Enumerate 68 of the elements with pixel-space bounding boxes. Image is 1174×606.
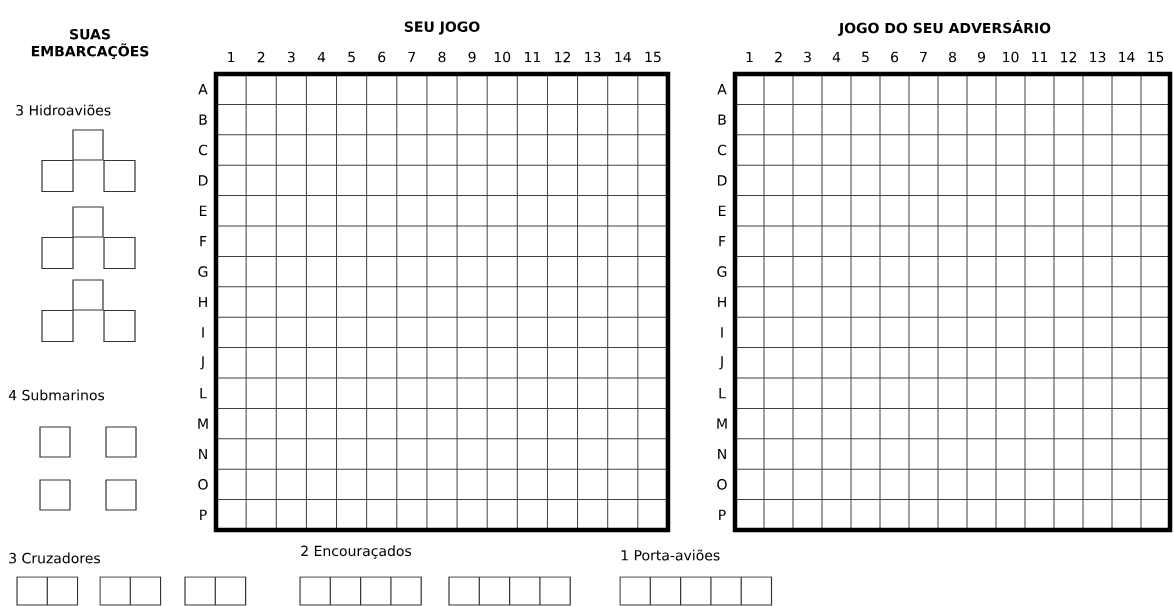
column-number: 8 <box>949 51 956 63</box>
row-letter: I <box>202 327 204 338</box>
column-number: 3 <box>804 51 811 63</box>
column-number: 7 <box>920 51 927 63</box>
row-letter: E <box>199 205 207 216</box>
row-letter: O <box>717 479 727 490</box>
column-number: 9 <box>977 51 985 63</box>
row-letter: G <box>198 266 208 277</box>
row-letter: D <box>718 175 727 186</box>
column-number: 4 <box>832 51 841 63</box>
row-letter: I <box>721 327 723 338</box>
row-letter: F <box>200 236 207 247</box>
row-letter: L <box>719 388 726 399</box>
column-number: 12 <box>555 51 570 63</box>
row-letter: L <box>200 388 207 399</box>
column-number: 13 <box>1090 51 1106 63</box>
column-number: 15 <box>645 51 661 63</box>
column-number: 13 <box>585 51 601 63</box>
fleet-label: 2 Encouraçados <box>301 545 412 559</box>
row-letter: B <box>718 114 726 125</box>
row-letter: H <box>718 296 726 308</box>
fleet-label: 3 Cruzadores <box>9 552 101 564</box>
column-number: 10 <box>494 51 511 63</box>
column-number: 1 <box>228 51 235 63</box>
column-number: 3 <box>287 51 295 63</box>
row-letter: G <box>717 266 727 277</box>
column-number: 5 <box>862 51 869 63</box>
row-letter: N <box>199 448 207 460</box>
row-letter: E <box>718 205 726 216</box>
heading: JOGO DO SEU ADVERSÁRIO <box>838 20 1051 36</box>
row-letter: C <box>717 144 727 156</box>
row-letter: N <box>718 448 726 460</box>
row-letter: D <box>199 175 208 186</box>
column-number: 8 <box>438 51 446 63</box>
row-letter: P <box>719 509 726 520</box>
row-letter: O <box>198 479 208 490</box>
column-number: 6 <box>891 51 899 63</box>
column-number: 6 <box>378 51 386 63</box>
row-letter: C <box>198 144 208 156</box>
heading: SEU JOGO <box>404 21 480 35</box>
row-letter: H <box>199 296 207 308</box>
row-letter: B <box>199 114 207 125</box>
column-number: 11 <box>525 51 541 63</box>
row-letter: F <box>719 236 726 247</box>
row-letter: A <box>717 84 727 95</box>
row-letter: A <box>198 84 208 95</box>
row-letter: J <box>719 356 723 370</box>
row-letter: M <box>198 418 208 429</box>
row-letter: P <box>200 509 207 520</box>
column-number: 7 <box>408 51 416 63</box>
column-number: 14 <box>615 51 631 63</box>
column-number: 10 <box>1003 51 1019 63</box>
column-number: 5 <box>348 51 355 63</box>
column-number: 2 <box>775 51 782 63</box>
column-number: 9 <box>468 51 476 63</box>
column-number: 15 <box>1148 51 1164 63</box>
fleet-label: 1 Porta-aviões <box>621 549 720 561</box>
column-number: 1 <box>746 51 753 63</box>
heading: SUAS EMBARCAÇÕES <box>31 28 149 60</box>
column-number: 11 <box>1032 51 1048 63</box>
column-number: 14 <box>1119 51 1135 63</box>
column-number: 4 <box>317 51 326 63</box>
fleet-label: 4 Submarinos <box>8 389 105 401</box>
row-letter: M <box>717 418 727 429</box>
column-number: 2 <box>257 51 265 63</box>
fleet-label: 3 Hidroaviões <box>16 104 111 116</box>
row-letter: J <box>200 356 204 370</box>
column-number: 12 <box>1061 51 1076 63</box>
